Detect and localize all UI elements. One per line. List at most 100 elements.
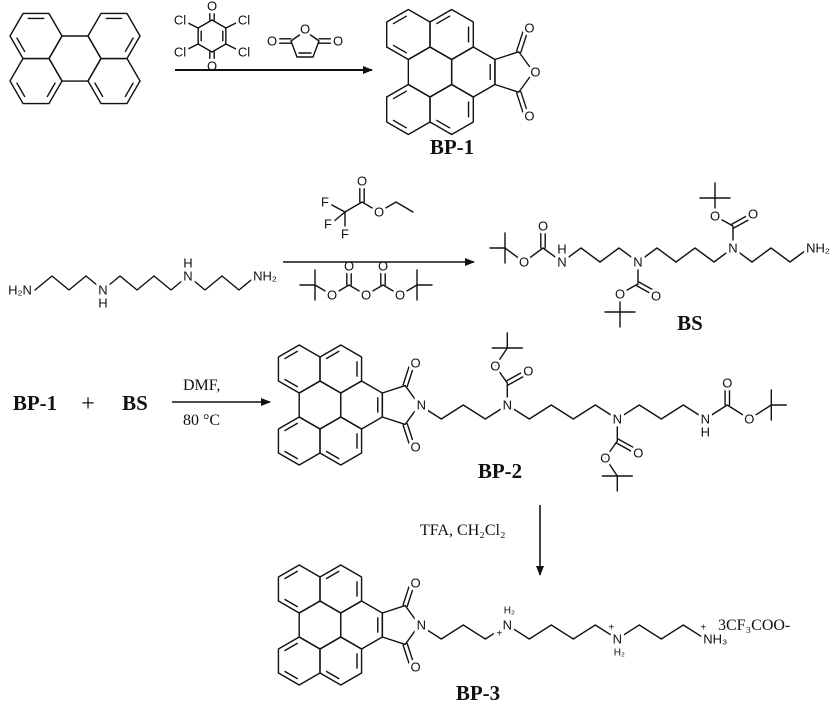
compound-label-bp2: BP-2: [478, 459, 522, 483]
ester-chain: [344, 201, 414, 213]
carbonyl-oxygen: O: [411, 660, 421, 675]
bond: [329, 203, 346, 213]
imide-nitrogen: N: [417, 618, 426, 633]
oxygen: O: [357, 174, 367, 189]
double-bond: [731, 213, 751, 225]
anhydride-oxygen: O: [530, 65, 540, 80]
carbonyl-bond: [402, 424, 412, 449]
aromatic-double-bond: [325, 670, 340, 680]
aromatic-double-bond: [392, 44, 408, 54]
ammonium-label: NH₃: [703, 632, 727, 647]
oxygen: O: [207, 0, 217, 14]
amine-label: NH₂: [806, 241, 830, 256]
maleic-anhydride-ring: [290, 30, 320, 58]
plus-sign: +: [81, 391, 95, 417]
fluorine: F: [321, 195, 329, 210]
ammonium-hydrogens: H₂: [504, 606, 515, 617]
amine-label: H₂N: [8, 283, 32, 298]
compound-label-bp3: BP-3: [456, 681, 500, 705]
bond: [332, 211, 346, 223]
aromatic-double-bond: [284, 598, 298, 608]
condition-temperature: 80 °C: [183, 412, 220, 429]
aromatic-double-bond: [46, 82, 56, 98]
bp3-ring: [319, 636, 363, 686]
bond: [185, 21, 199, 29]
carbonyl-bond: [406, 423, 416, 448]
aromatic-double-bond: [284, 670, 298, 680]
condition-solvent: DMF,: [183, 377, 220, 394]
bp2-ring: [298, 380, 342, 430]
reactant-bp1-label: BP-1: [13, 391, 57, 415]
carbonyl-bond: [406, 362, 416, 387]
hydrogen: H: [701, 425, 710, 440]
bp2-ring: [319, 416, 363, 466]
oxygen: O: [523, 364, 533, 379]
bp1-ring: [429, 83, 475, 136]
perylene-ring: [9, 57, 63, 105]
aromatic-double-bond: [284, 450, 298, 460]
double-bond: [733, 217, 753, 229]
perylene-ring: [9, 12, 63, 60]
oxygen: O: [519, 255, 529, 270]
bp2-ring: [319, 344, 363, 394]
bp1-ring: [450, 46, 496, 98]
bp1-ring: [385, 8, 431, 61]
amine-hydrogen: H: [183, 256, 192, 271]
bp2-ring: [340, 380, 384, 430]
carbonyl-bond: [515, 92, 526, 118]
oxygen: O: [633, 446, 643, 461]
oxygen: O: [722, 376, 732, 391]
oxygen: O: [490, 359, 500, 374]
nitrogen: N: [728, 241, 737, 256]
bp3-ring: [277, 564, 321, 614]
bp3-ring: [298, 600, 342, 650]
nitrogen: N: [557, 255, 566, 270]
aromatic-double-bond: [124, 82, 134, 98]
condition-deprotection: TFA, CH₂Cl₂: [420, 522, 506, 539]
double-bond: [615, 442, 635, 454]
chlorine: Cl: [238, 45, 250, 60]
fluorine: F: [324, 217, 332, 232]
chlorine: Cl: [238, 13, 250, 28]
oxygen: O: [378, 259, 388, 274]
carbonyl-bond: [402, 581, 412, 606]
chlorine: Cl: [174, 13, 186, 28]
oxygen: O: [361, 288, 371, 303]
double-bond: [505, 370, 525, 382]
bp3-chain: [418, 624, 706, 640]
aromatic-double-bond: [124, 37, 134, 53]
bond: [185, 43, 199, 51]
nitrogen: N: [633, 255, 642, 270]
imide-nitrogen: N: [417, 398, 426, 413]
perylene-ring: [87, 12, 141, 60]
oxygen: O: [615, 287, 625, 302]
boc-group: [604, 418, 618, 477]
carbonyl-bond: [520, 27, 530, 54]
amine-nitrogen: N: [98, 283, 107, 298]
boc-group: [619, 261, 639, 313]
carbonyl-bond: [520, 90, 530, 117]
aromatic-double-bond: [16, 37, 26, 53]
aromatic-double-bond: [325, 350, 340, 360]
bp3-ring: [319, 564, 363, 614]
aromatic-double-bond: [284, 570, 298, 580]
oxygen: O: [333, 34, 343, 49]
compound-label-bs: BS: [677, 311, 703, 335]
oxygen: O: [651, 289, 661, 304]
bp2-ring: [277, 344, 321, 394]
aromatic-double-bond: [325, 450, 340, 460]
nitrogen: N: [701, 412, 710, 427]
hydrogen: H: [557, 242, 566, 257]
fluorine: F: [341, 227, 349, 242]
carbonyl-oxygen: O: [524, 21, 534, 36]
nitrogen: N: [503, 398, 512, 413]
aromatic-double-bond: [392, 90, 408, 100]
oxygen: O: [374, 205, 384, 220]
double-bond: [638, 281, 658, 293]
carbonyl-oxygen: O: [411, 575, 421, 590]
double-bond: [507, 374, 528, 386]
oxygen: O: [744, 412, 754, 427]
boc-group: [494, 347, 508, 406]
bond: [225, 43, 239, 51]
